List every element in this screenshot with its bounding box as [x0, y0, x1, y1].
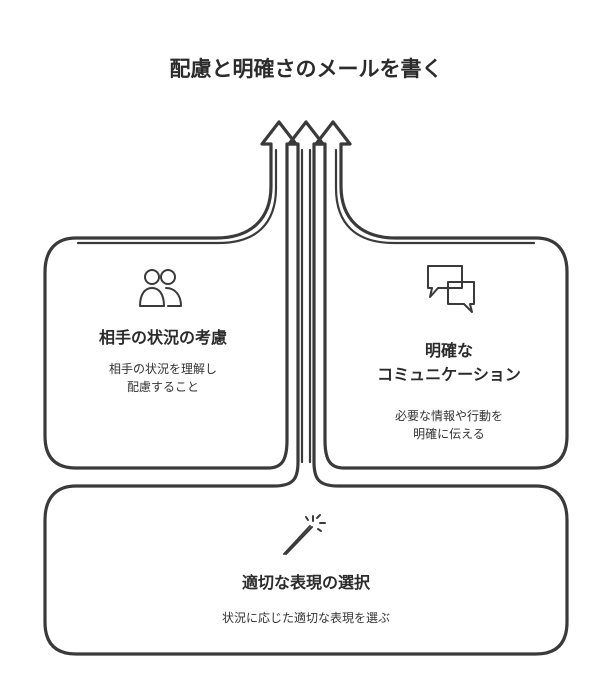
magic-wand-icon	[283, 514, 326, 555]
right-arrow-inner-line	[334, 148, 536, 245]
right-box-description-line-1: 必要な情報や行動を	[395, 409, 503, 423]
left-box-description-line-1: 相手の状況を理解し	[109, 361, 217, 376]
diagram-title: 配慮と明確さのメールを書く	[170, 57, 443, 81]
right-box	[314, 120, 569, 470]
bottom-box	[43, 120, 569, 656]
bottom-box-outline	[43, 120, 569, 656]
bottom-box-heading: 適切な表現の選択	[242, 573, 371, 592]
right-box-outline	[314, 120, 569, 470]
left-box-heading: 相手の状況の考慮	[99, 328, 227, 347]
right-box-heading-line-2: コミュニケーション	[377, 365, 521, 384]
left-box-description-line-2: 配慮すること	[127, 380, 199, 394]
users-icon	[139, 269, 182, 307]
right-box-heading-line-1: 明確な	[425, 341, 473, 360]
left-arrow-inner-line	[76, 148, 278, 245]
chat-bubbles-icon	[427, 265, 475, 313]
bottom-box-description: 状況に応じた適切な表現を選ぶ	[222, 610, 390, 625]
right-box-description-line-2: 明確に伝える	[413, 426, 485, 441]
left-box	[43, 120, 298, 470]
left-box-outline	[43, 120, 298, 470]
